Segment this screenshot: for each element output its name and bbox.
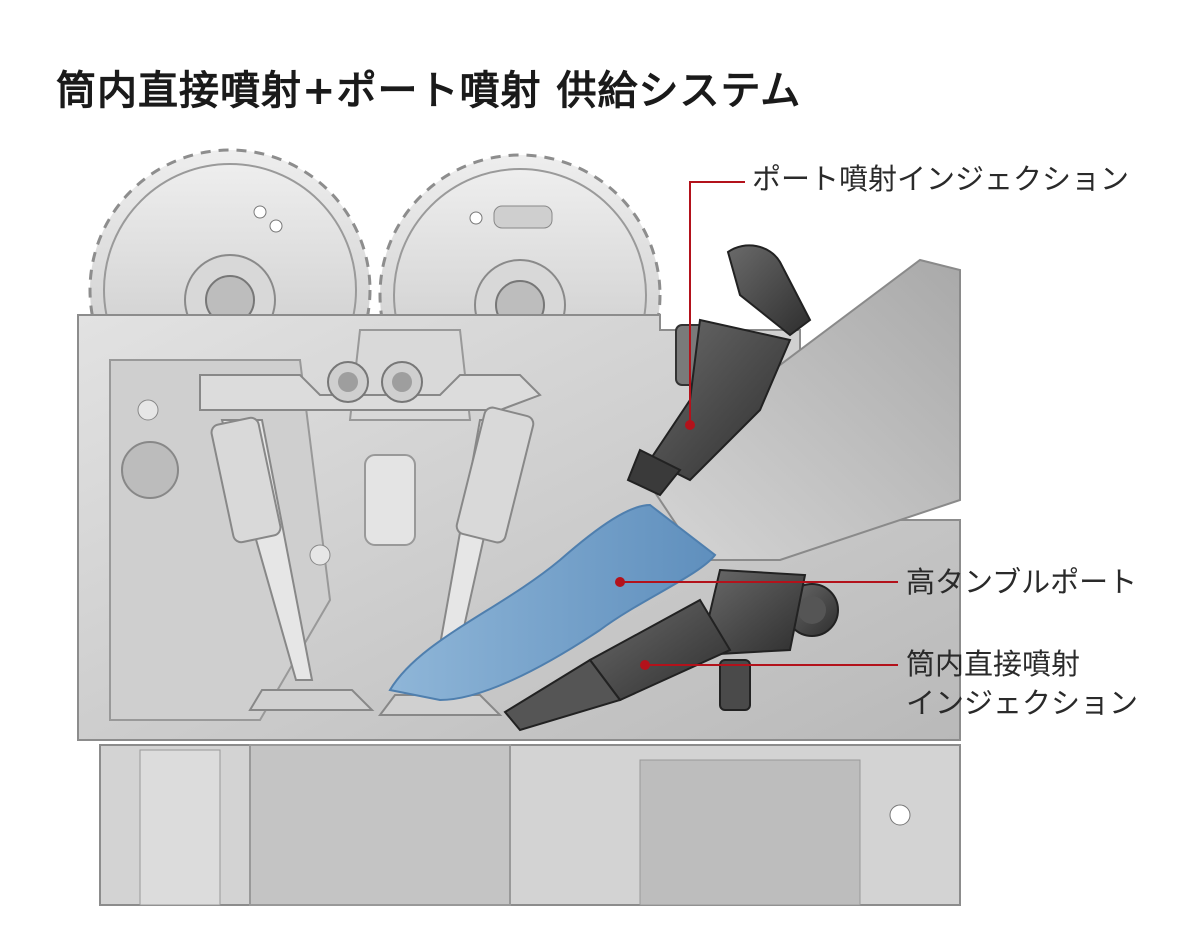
callout-direct-injection [640,660,898,670]
high-tumble-port [388,503,717,702]
port-injector [626,244,812,497]
intake-valve [378,406,535,716]
direct-injector [503,568,839,732]
high-tumble-port-label: 高タンブルポート [906,565,1138,599]
direct-injector-label-line2: インジェクション [906,686,1139,721]
callout-high-tumble-port [615,577,898,587]
callout-port-injection [685,181,745,430]
diagram-title: 筒内直接噴射+ポート噴射 供給システム [56,68,802,114]
rocker-arm-assembly [199,361,542,411]
cylinder-block [99,744,961,906]
direct-injector-label: 筒内直接噴射 インジェクション [906,645,1138,723]
port-injector-label: ポート噴射インジェクション [752,162,1130,196]
exhaust-valve [210,416,375,711]
direct-injector-label-line1: 筒内直接噴射 [906,647,1081,681]
